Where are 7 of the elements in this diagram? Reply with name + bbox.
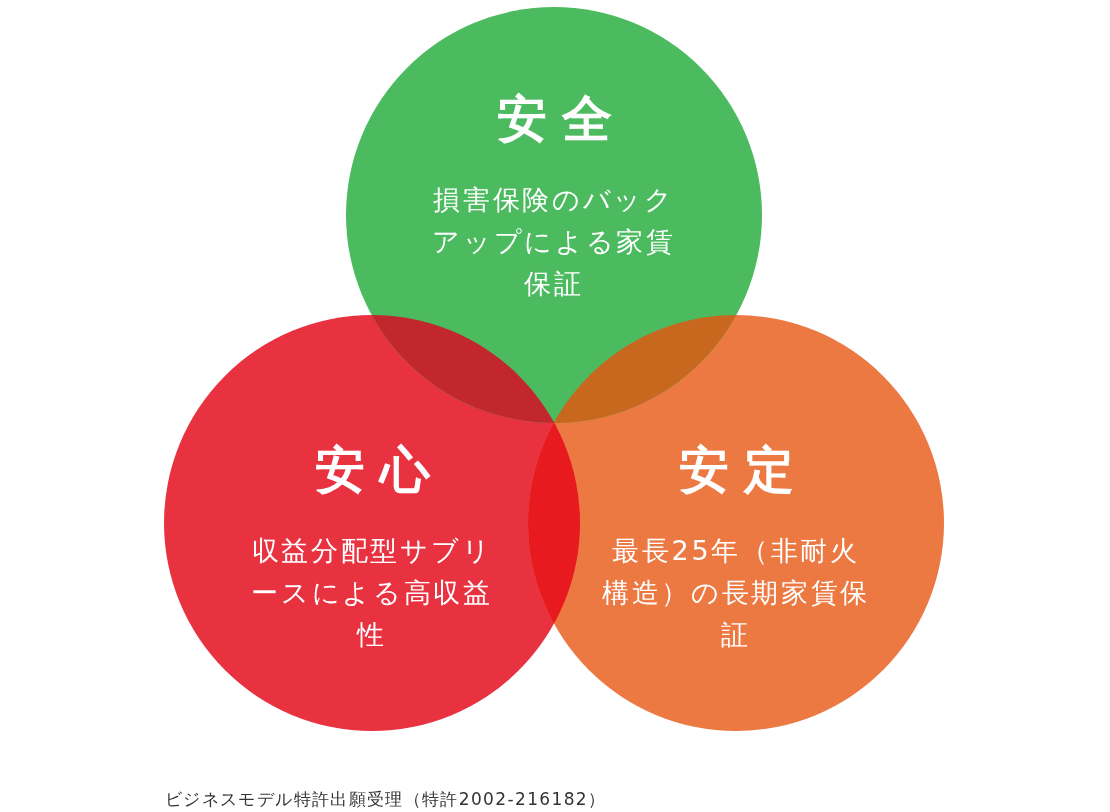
footnote: ビジネスモデル特許出願受理（特許2002-216182） bbox=[165, 788, 607, 811]
circle-description: 最長25年（非耐火構造）の長期家賃保証 bbox=[601, 534, 871, 652]
circle-description: 損害保険のバックアップによる家賃保証 bbox=[431, 183, 677, 301]
circle-description: 収益分配型サブリースによる高収益性 bbox=[250, 534, 494, 652]
circle-heading: 安全 bbox=[496, 89, 627, 149]
circle-heading: 安心 bbox=[314, 440, 445, 500]
circle-heading: 安定 bbox=[678, 440, 809, 500]
